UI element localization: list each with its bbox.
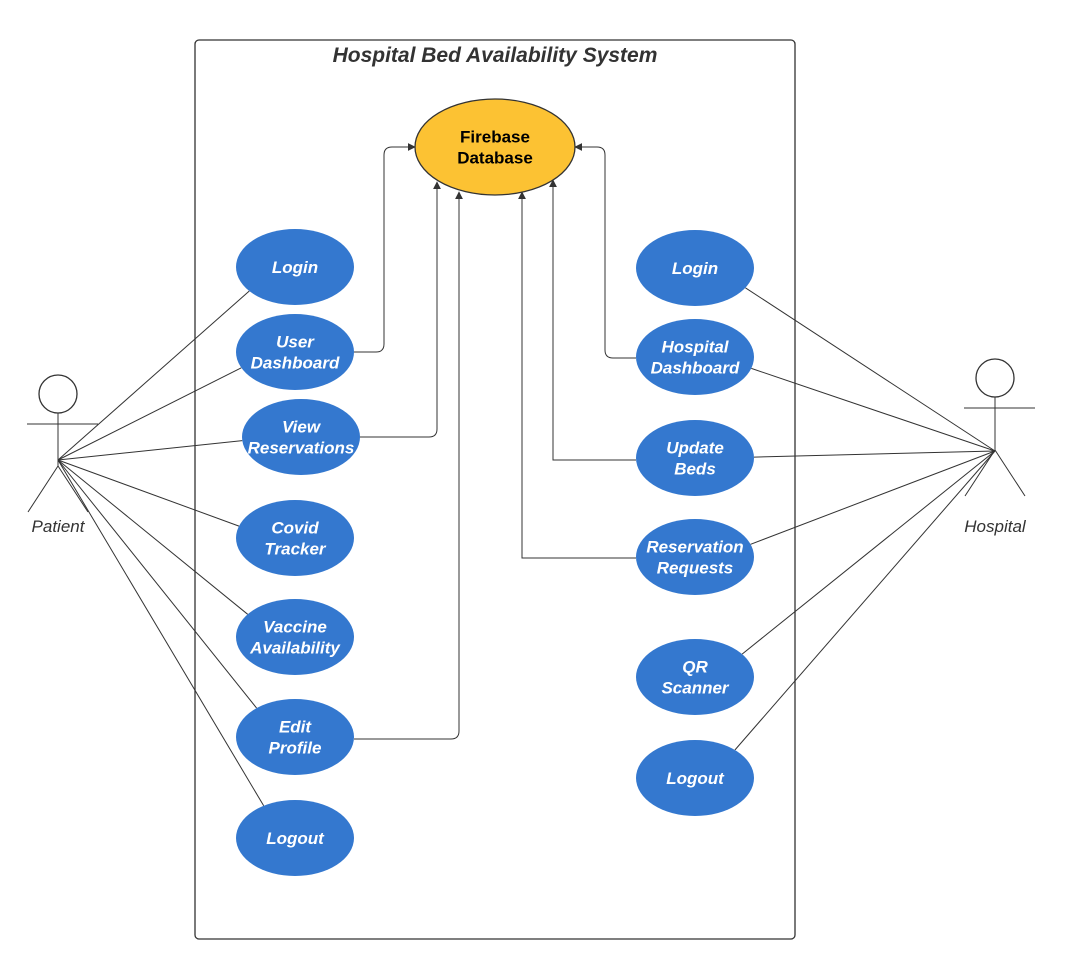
- firebase-database: [414, 98, 576, 196]
- actor-associations: [57, 287, 996, 807]
- patient-assoc-p-covid-tracker: [57, 459, 240, 527]
- database-label: Database: [457, 149, 533, 168]
- use-case-shape[interactable]: [236, 500, 354, 576]
- use-case-label: Dashboard: [651, 359, 740, 378]
- use-case-label: Covid: [271, 519, 319, 538]
- use-case-shape[interactable]: [242, 399, 360, 475]
- use-case-label: Reservation: [646, 538, 743, 557]
- db-link-p-edit-profile: [354, 191, 463, 740]
- hospital-assoc-h-update-beds: [753, 450, 996, 458]
- use-case-label: User: [276, 333, 315, 352]
- actor-body-icon: [964, 397, 1035, 497]
- hospital-assoc-h-qr-scanner: [741, 450, 996, 655]
- use-case-label: Login: [272, 258, 318, 277]
- actor-label: Hospital: [964, 517, 1027, 536]
- use-case-shape[interactable]: [636, 230, 754, 306]
- db-link-h-update-beds: [549, 179, 636, 461]
- actor-head-icon: [975, 358, 1015, 398]
- hospital-assoc-h-hospital-dashboard: [751, 367, 996, 452]
- use-case-label: QR: [682, 658, 708, 677]
- use-case-p-login[interactable]: Login: [236, 229, 354, 305]
- use-case-shape[interactable]: [636, 519, 754, 595]
- use-case-label: Scanner: [661, 679, 729, 698]
- hospital-assoc-h-logout: [734, 450, 996, 751]
- patient-assoc-p-view-reservations: [57, 440, 243, 461]
- db-link-h-reservation-requests: [518, 191, 636, 559]
- hospital-assoc-h-reservation-requests: [750, 450, 996, 545]
- actor-label: Patient: [32, 517, 86, 536]
- use-case-label: Requests: [657, 559, 734, 578]
- use-case-p-logout[interactable]: Logout: [236, 800, 354, 876]
- use-case-label: Profile: [269, 739, 322, 758]
- use-case-label: Tracker: [264, 540, 327, 559]
- use-case-shape[interactable]: [236, 229, 354, 305]
- use-case-shape[interactable]: [236, 314, 354, 390]
- patient-assoc-p-vaccine-availability: [57, 459, 249, 615]
- patient-assoc-p-edit-profile: [57, 459, 257, 709]
- use-case-shape[interactable]: [636, 740, 754, 816]
- actor-head-icon: [38, 374, 78, 414]
- patient-assoc-p-user-dashboard: [57, 367, 242, 461]
- database-label: Firebase: [460, 128, 530, 147]
- use-case-label: Availability: [249, 639, 341, 658]
- actors: Patient Hospital: [27, 358, 1035, 536]
- db-link-h-hospital-dashboard: [574, 143, 636, 359]
- use-case-shape[interactable]: [636, 420, 754, 496]
- database-links: [354, 143, 636, 740]
- db-link-p-view-reservations: [360, 181, 441, 438]
- use-cases: LoginUserDashboardViewReservationsCovidT…: [236, 229, 754, 876]
- use-case-h-login[interactable]: Login: [636, 230, 754, 306]
- use-case-label: Vaccine: [263, 618, 327, 637]
- use-case-label: Login: [672, 259, 718, 278]
- hospital-assoc-h-login: [745, 287, 996, 452]
- use-case-h-logout[interactable]: Logout: [636, 740, 754, 816]
- system-title: Hospital Bed Availability System: [333, 44, 658, 67]
- actor-hospital: Hospital: [964, 358, 1035, 536]
- patient-assoc-p-logout: [57, 459, 265, 807]
- use-case-label: Beds: [674, 460, 716, 479]
- use-case-shape[interactable]: [236, 800, 354, 876]
- use-case-label: Dashboard: [251, 354, 340, 373]
- actor-patient: Patient: [27, 374, 98, 536]
- use-case-label: View: [282, 418, 322, 437]
- use-case-shape[interactable]: [236, 699, 354, 775]
- use-case-shape[interactable]: [636, 639, 754, 715]
- use-case-label: Logout: [266, 829, 325, 848]
- use-case-h-qr-scanner[interactable]: QR Scanner: [636, 639, 754, 715]
- use-case-shape[interactable]: [236, 599, 354, 675]
- use-case-label: Edit: [279, 718, 312, 737]
- use-case-shape[interactable]: [636, 319, 754, 395]
- actor-body-icon: [27, 413, 98, 513]
- use-case-label: Reservations: [248, 439, 355, 458]
- use-case-label: Hospital: [661, 338, 729, 357]
- use-case-label: Update: [666, 439, 724, 458]
- use-case-label: Logout: [666, 769, 725, 788]
- db-link-p-user-dashboard: [354, 143, 416, 353]
- patient-assoc-p-login: [57, 290, 250, 461]
